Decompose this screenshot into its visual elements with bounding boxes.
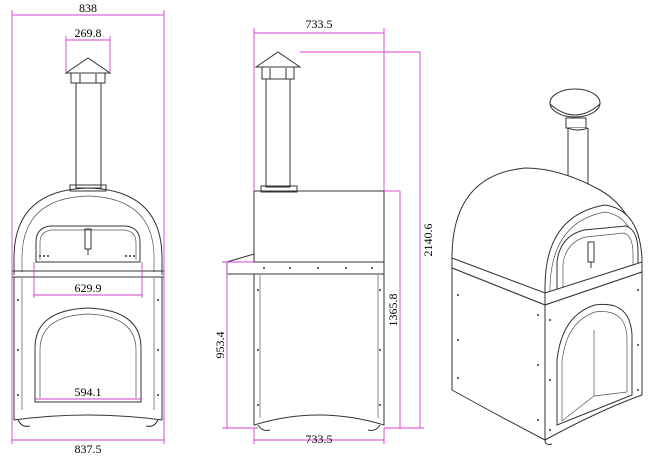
front-dimensions: 838 269.8 629.9 594.1 837.5 bbox=[11, 1, 165, 456]
front-base-opening-width-label: 594.1 bbox=[75, 385, 102, 399]
iso-thermometer bbox=[587, 241, 595, 263]
front-stand bbox=[13, 277, 163, 421]
iso-chimney-collar bbox=[565, 117, 587, 129]
front-oven-dome bbox=[13, 187, 163, 275]
iso-stand-opening bbox=[556, 303, 633, 426]
front-chimney-collar bbox=[70, 72, 106, 84]
front-total-width-label: 838 bbox=[79, 1, 97, 15]
front-chimney-width-label: 269.8 bbox=[75, 26, 102, 40]
side-top-height-label: 1365.8 bbox=[386, 294, 400, 327]
side-chimney-cap bbox=[254, 51, 302, 68]
front-shelf bbox=[11, 270, 165, 278]
side-dimensions: 733.5 2140.6 1365.8 953.4 733.5 bbox=[213, 17, 435, 446]
side-shelf bbox=[226, 261, 385, 275]
front-thermometer bbox=[84, 228, 92, 250]
side-total-height-label: 2140.6 bbox=[421, 224, 435, 257]
front-base-width-label: 837.5 bbox=[75, 442, 102, 456]
side-chimney-collar bbox=[261, 66, 295, 80]
side-top-depth-label: 733.5 bbox=[306, 17, 333, 31]
front-view bbox=[11, 57, 165, 427]
front-opening-width-label: 629.9 bbox=[75, 281, 102, 295]
iso-chimney-cap bbox=[549, 88, 601, 118]
side-chimney-pipe bbox=[265, 78, 291, 188]
side-oven-box bbox=[253, 190, 385, 263]
front-chimney-cap bbox=[64, 57, 112, 74]
front-oven-mouth bbox=[35, 225, 141, 263]
side-view bbox=[226, 51, 385, 431]
side-chimney-flange bbox=[260, 185, 298, 193]
front-chimney-pipe bbox=[75, 82, 102, 189]
front-chimney-flange bbox=[69, 184, 107, 192]
side-stand-height-label: 953.4 bbox=[213, 332, 227, 359]
side-stand bbox=[253, 274, 385, 426]
front-stand-opening bbox=[34, 307, 142, 403]
isometric-view bbox=[451, 88, 643, 445]
side-bottom-depth-label: 733.5 bbox=[306, 432, 333, 446]
